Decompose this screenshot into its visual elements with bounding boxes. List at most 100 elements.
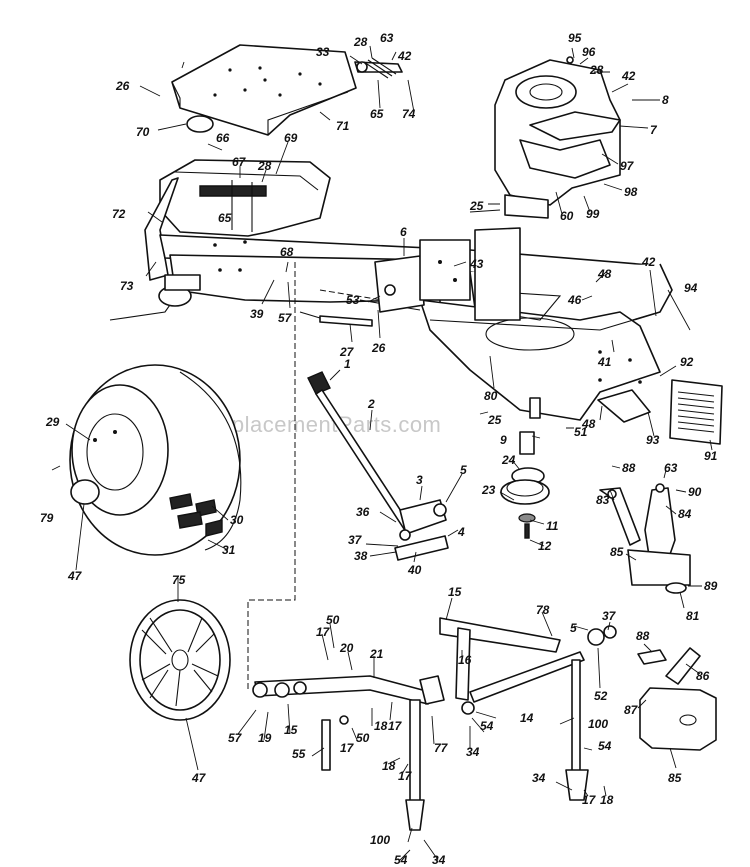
callout-53: 53 [346, 293, 360, 307]
callout-11: 11 [546, 519, 559, 533]
callout-30: 30 [230, 513, 244, 527]
callout-89: 89 [704, 579, 718, 593]
callout-5: 5 [570, 621, 577, 635]
callout-69: 69 [284, 131, 298, 145]
callout-47: 47 [191, 771, 207, 785]
callout-18: 18 [600, 793, 614, 807]
callout-37: 37 [348, 533, 363, 547]
callout-34: 34 [532, 771, 546, 785]
callout-33: 33 [316, 45, 330, 59]
callout-28: 28 [353, 35, 368, 49]
callout-77: 77 [434, 741, 449, 755]
callout-84: 84 [678, 507, 692, 521]
callout-79: 79 [40, 511, 54, 525]
callout-83: 83 [596, 493, 610, 507]
callout-91: 91 [704, 449, 718, 463]
callout-28: 28 [589, 63, 604, 77]
callout-60: 60 [560, 209, 574, 223]
callout-14: 14 [520, 711, 534, 725]
callout-18: 18 [374, 719, 388, 733]
callout-41: 41 [597, 355, 612, 369]
callout-86: 86 [696, 669, 710, 683]
callout-34: 34 [466, 745, 480, 759]
steering-linkage [252, 617, 617, 831]
callout-54: 54 [394, 853, 408, 867]
callout-16: 16 [458, 653, 472, 667]
callout-51: 51 [574, 425, 588, 439]
callout-39: 39 [250, 307, 264, 321]
callout-18: 18 [382, 759, 396, 773]
callout-7: 7 [650, 123, 658, 137]
callout-88: 88 [622, 461, 636, 475]
callout-38: 38 [354, 549, 368, 563]
lower-muffler [637, 647, 717, 751]
callout-50: 50 [356, 731, 370, 745]
callout-5: 5 [460, 463, 467, 477]
callout-48: 48 [581, 417, 596, 431]
callout-17: 17 [388, 719, 403, 733]
callout-57: 57 [228, 731, 243, 745]
callout-36: 36 [356, 505, 370, 519]
callout-28: 28 [257, 159, 272, 173]
callout-66: 66 [216, 131, 230, 145]
callout-75: 75 [172, 573, 186, 587]
callout-15: 15 [448, 585, 462, 599]
callout-63: 63 [380, 31, 394, 45]
exhaust-pipe-and-muffler [597, 389, 691, 594]
callout-72: 72 [112, 207, 126, 221]
callout-27: 27 [339, 345, 355, 359]
rear-wheel [69, 364, 242, 556]
callout-1: 1 [344, 357, 351, 371]
callout-100: 100 [588, 717, 608, 731]
callout-2: 2 [367, 397, 375, 411]
callout-8: 8 [662, 93, 669, 107]
callout-26: 26 [115, 79, 130, 93]
callout-24: 24 [501, 453, 516, 467]
callout-95: 95 [568, 31, 582, 45]
callout-73: 73 [120, 279, 134, 293]
dashed-connector [247, 262, 383, 690]
callout-88: 88 [636, 629, 650, 643]
callout-80: 80 [484, 389, 498, 403]
callout-50: 50 [326, 613, 340, 627]
callout-17: 17 [398, 769, 413, 783]
callout-labels: 26 33 28 63 42 65 74 71 70 66 69 67 28 6… [40, 31, 718, 867]
callout-90: 90 [688, 485, 702, 499]
hub-cap [129, 599, 231, 721]
callout-63: 63 [664, 461, 678, 475]
callout-78: 78 [536, 603, 550, 617]
callout-20: 20 [339, 641, 354, 655]
callout-52: 52 [594, 689, 608, 703]
callout-87: 87 [624, 703, 639, 717]
engine [469, 56, 621, 321]
callout-65: 65 [218, 211, 232, 225]
callout-34: 34 [432, 853, 446, 867]
callout-70: 70 [136, 125, 150, 139]
callout-98: 98 [624, 185, 638, 199]
callout-48: 48 [597, 267, 612, 281]
seat-pan [171, 44, 357, 136]
callout-31: 31 [222, 543, 236, 557]
callout-71: 71 [336, 119, 350, 133]
fender-and-tank [159, 115, 331, 237]
callout-43: 43 [469, 257, 484, 271]
callout-99: 99 [586, 207, 600, 221]
clutch-brake-pedal [307, 371, 449, 561]
callout-67: 67 [232, 155, 247, 169]
callout-94: 94 [684, 281, 698, 295]
leader-lines [51, 45, 713, 861]
callout-65: 65 [370, 107, 384, 121]
callout-3: 3 [416, 473, 423, 487]
callout-68: 68 [280, 245, 294, 259]
callout-96: 96 [582, 45, 596, 59]
callout-42: 42 [397, 49, 412, 63]
callout-25: 25 [469, 199, 484, 213]
callout-100: 100 [370, 833, 390, 847]
callout-92: 92 [680, 355, 694, 369]
bracket-6-43 [374, 239, 471, 313]
callout-81: 81 [686, 609, 700, 623]
callout-42: 42 [621, 69, 636, 83]
callout-97: 97 [620, 159, 635, 173]
callout-42: 42 [641, 255, 656, 269]
